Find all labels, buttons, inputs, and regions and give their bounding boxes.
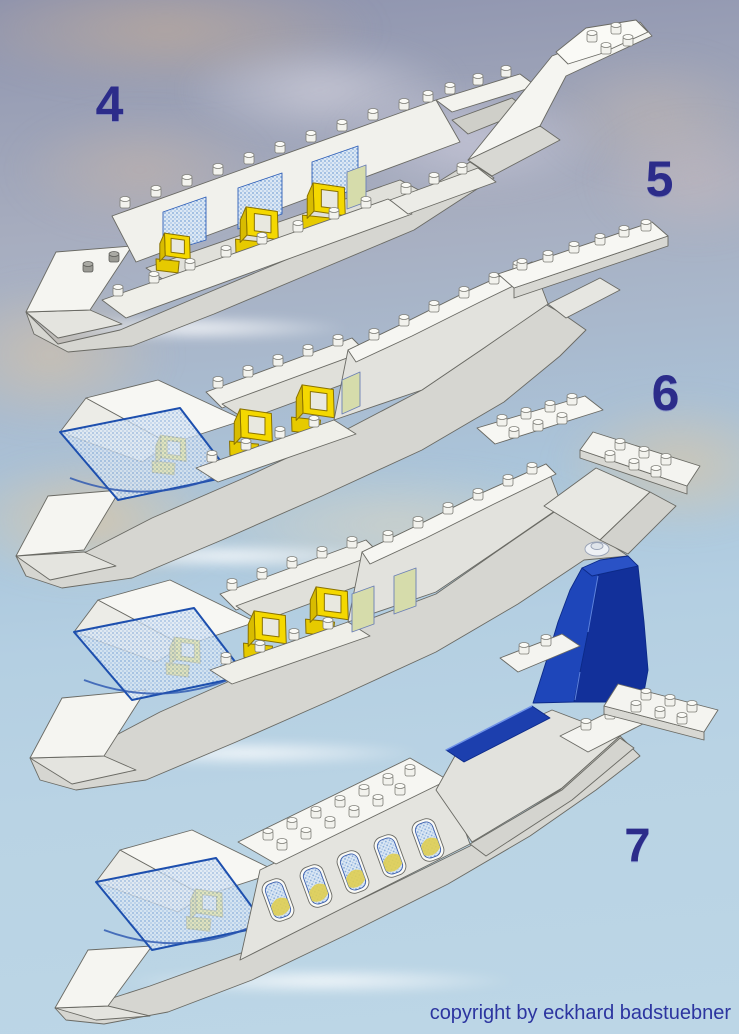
step-4-model	[26, 20, 652, 352]
tail-plate	[556, 20, 648, 64]
tail-under	[470, 738, 634, 856]
tail-step	[548, 278, 620, 318]
step-6-model	[30, 393, 700, 791]
near-rail	[102, 199, 412, 318]
window	[372, 832, 409, 880]
window	[335, 848, 372, 896]
hull	[16, 304, 586, 588]
rear-fuselage-ridge	[362, 464, 556, 564]
rear-box-near-wall	[390, 168, 496, 214]
near-rail	[196, 420, 356, 482]
tail-slope-dark	[600, 492, 676, 554]
window	[342, 372, 360, 414]
window	[394, 568, 416, 614]
window	[352, 586, 374, 632]
window	[298, 862, 335, 910]
step-7-label: 7	[624, 818, 652, 872]
nose	[16, 552, 116, 580]
vertical-tail-fin	[533, 542, 648, 703]
nose-stud	[82, 261, 94, 273]
step-5-model	[16, 219, 668, 589]
clear-stud	[591, 543, 603, 550]
nose-stud	[108, 251, 120, 263]
window	[260, 876, 297, 924]
cabin-windows	[260, 816, 447, 924]
step-6-label: 6	[651, 365, 681, 421]
step-5-label: 5	[645, 151, 675, 207]
near-rail	[210, 622, 370, 684]
step-7-model	[55, 542, 718, 1024]
horizontal-stabilizer	[477, 393, 700, 495]
window	[410, 816, 447, 864]
tail-side	[468, 126, 560, 176]
copyright-text: copyright by eckhard badstuebner	[429, 1002, 731, 1024]
step-4-label: 4	[95, 76, 125, 132]
horizontal-stabilizer	[500, 634, 718, 752]
